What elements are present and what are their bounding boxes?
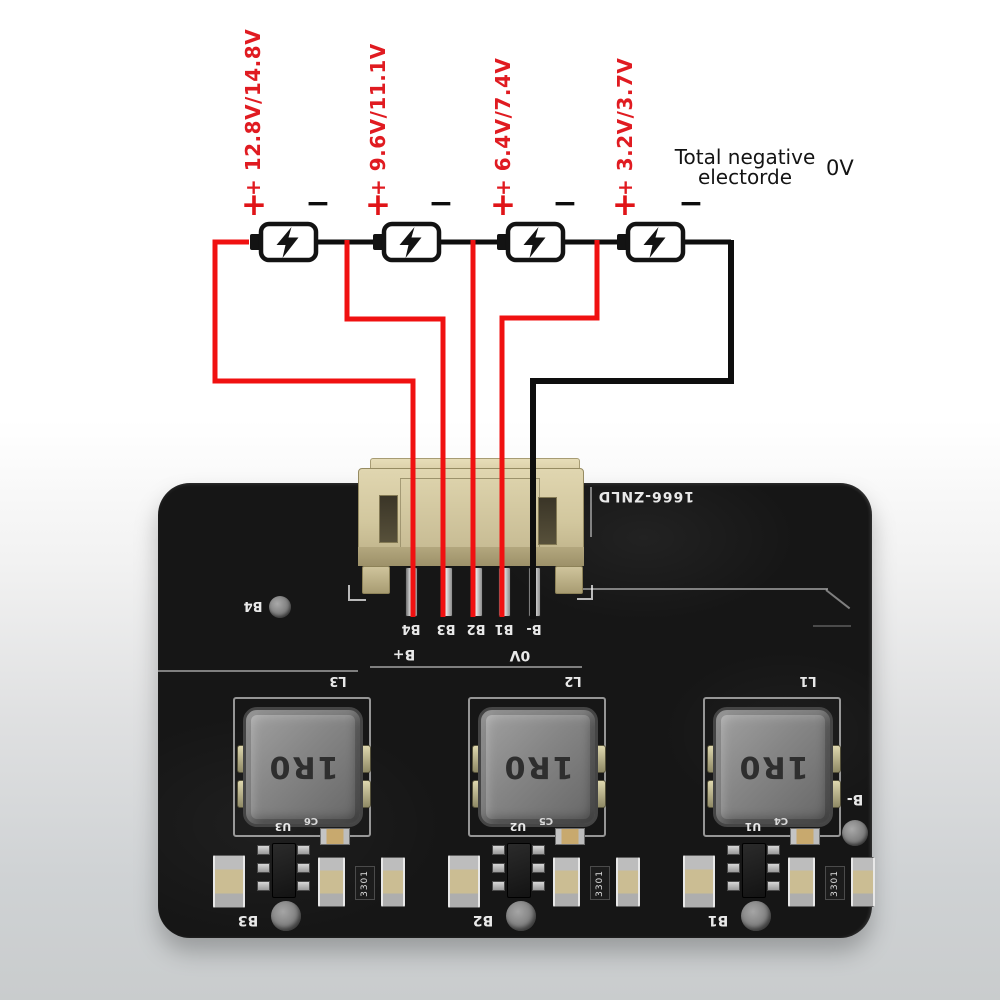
lightning-icon [399,227,422,258]
jst-connector-slot [379,495,398,543]
minus-mark: − [428,186,454,221]
plus-mark: + [490,187,516,223]
negative-wire [530,240,734,619]
regulator-block-3: 1R0 L3 C6 U3 3301 B3 [213,483,448,938]
balance-wire-b1 [499,240,600,617]
lightning-icon [523,227,546,258]
capacitor [683,855,715,908]
silkscreen-line [590,487,592,537]
ic-leg [532,863,545,873]
minus-mark: − [678,186,704,221]
ic-leg [297,845,310,855]
balance-board-pcb: 1666-ZNLD B4 B4 B3 B2 B1 B- B+ 0 [158,458,875,938]
capacitor [213,855,245,908]
minus-mark: − [305,186,331,221]
ic-leg [297,863,310,873]
silkscreen-line [370,666,582,668]
total-negative-voltage: 0V [826,156,854,180]
battery-cell-3 [373,221,442,263]
ic-leg [257,845,270,855]
test-pad [842,820,868,846]
capacitor [555,828,585,845]
battery-cell-2 [497,221,566,263]
balance-ic [742,843,766,898]
capacitor [851,857,875,907]
capacitor [320,828,350,845]
resistor: 3301 [825,866,845,900]
ic-leg [532,881,545,891]
ic-leg [767,863,780,873]
ic-leg [727,845,740,855]
minus-mark: − [552,186,578,221]
test-point [741,901,771,931]
capacitor [788,857,815,907]
capacitor [616,857,640,907]
silkscreen-line [158,670,358,672]
total-negative-caption: Total negative electorde [652,147,838,187]
balance-wire-b3 [344,240,446,617]
total-negative-line1: Total negative [674,145,816,169]
total-negative-line2: electorde [697,165,793,189]
ic-leg [297,881,310,891]
test-point [271,901,301,931]
inductor: 1R0 [243,707,363,827]
resistor: 3301 [355,866,375,900]
capacitor [553,857,580,907]
silkscreen-line [582,588,828,590]
pin-bracket-left [348,585,366,601]
ic-leg [767,881,780,891]
capacitor [790,828,820,845]
resistor: 3301 [590,866,610,900]
plus-mark: + [241,187,267,223]
ic-leg [492,881,505,891]
regulator-block-1: 1R0 L1 C4 U1 3301 B1 [683,483,918,938]
lightning-icon [643,227,666,258]
lightning-icon [276,227,299,258]
silkscreen-line [813,625,851,627]
balance-ic [507,843,531,898]
inductor: 1R0 [713,707,833,827]
capacitor [448,855,480,908]
balance-ic [272,843,296,898]
jst-connector-slot [538,497,557,545]
ic-leg [492,845,505,855]
plus-mark: + [365,187,391,223]
pack-positive-wire [212,239,416,617]
ic-leg [532,845,545,855]
battery-cell-4 [250,221,319,263]
inductor: 1R0 [478,707,598,827]
ic-leg [257,863,270,873]
plus-mark: + [612,187,638,223]
pin-bracket-right [577,585,593,600]
jst-connector-foot [362,566,390,594]
capacitor [318,857,345,907]
battery-cell-1 [617,221,686,263]
test-pad [269,596,291,618]
ic-leg [727,881,740,891]
ic-leg [767,845,780,855]
jst-connector-foot [555,566,583,594]
regulator-block-2: 1R0 L2 C5 U2 3301 B2 [448,483,683,938]
ic-leg [492,863,505,873]
ic-leg [257,881,270,891]
ic-leg [727,863,740,873]
capacitor [381,857,405,907]
test-point [506,901,536,931]
